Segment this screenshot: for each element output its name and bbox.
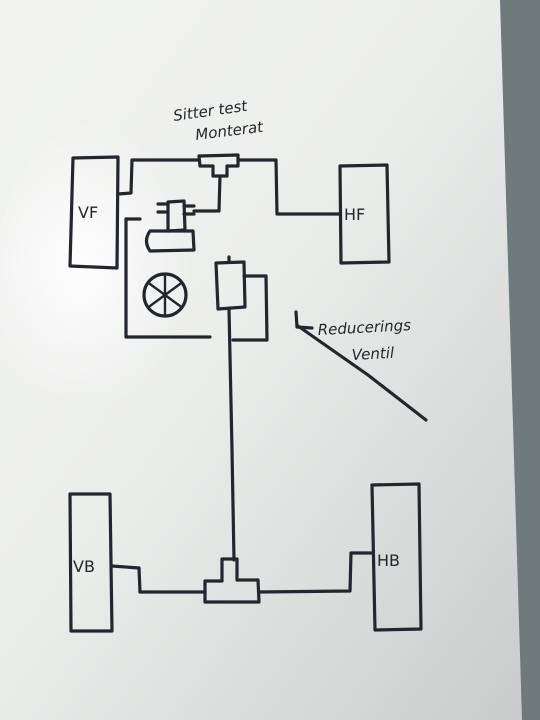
master-cylinder-caps [156, 202, 196, 216]
servo-fan [142, 272, 188, 318]
rear-t-junction [203, 557, 261, 604]
engine-bay-outline [124, 217, 212, 339]
wheel-rear-right [370, 482, 423, 632]
annotation-valve-line2: Ventil [351, 344, 395, 364]
reducing-valve [214, 260, 247, 311]
wheel-label-hb: HB [377, 551, 400, 570]
line-junction-to-master [192, 174, 222, 213]
wheel-label-vb: VB [73, 557, 95, 576]
reducing-valve-loop [231, 274, 269, 342]
wheel-label-hf: HF [344, 205, 365, 224]
front-line-left [116, 158, 201, 196]
brake-booster [144, 229, 196, 253]
wheel-front-right [338, 163, 391, 265]
servo-fan-blades [148, 274, 182, 316]
wheel-front-left [68, 155, 120, 270]
wheel-label-vf: VF [78, 203, 98, 222]
valve-arrow-shaft [296, 324, 428, 422]
light-glare [0, 90, 310, 510]
front-line-right [236, 158, 342, 216]
rear-line-left [110, 564, 207, 594]
annotation-valve-line1: Reducerings [317, 316, 411, 339]
rear-line-right [257, 551, 374, 594]
wheel-rear-left [68, 492, 114, 633]
valve-arrow-head [294, 310, 314, 330]
main-line-to-rear [227, 307, 236, 562]
